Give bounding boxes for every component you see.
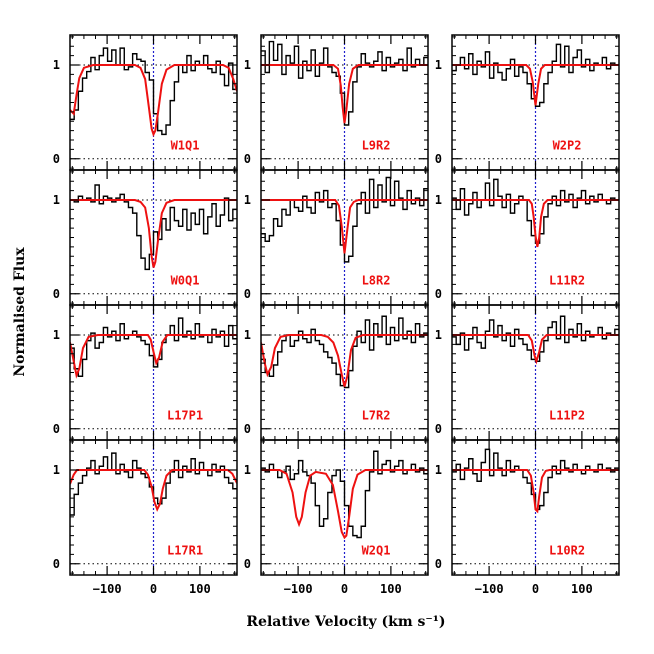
flux-histogram [70, 47, 237, 136]
y-tick-label: 1 [244, 463, 251, 477]
y-tick-label: 0 [53, 422, 60, 436]
panel-plot-area [261, 305, 428, 440]
y-tick-label: 0 [435, 557, 442, 571]
x-tick-label: 100 [571, 582, 593, 596]
panel-plot-area [261, 440, 428, 575]
model-fit-line [70, 334, 237, 379]
panel-plot-area [261, 170, 428, 305]
y-tick-label: 0 [435, 152, 442, 166]
model-fit-line [70, 469, 237, 512]
panels-layer: 01W1Q101L9R201W2P201W0Q101L8R201L11R201L… [53, 34, 620, 596]
panel-label: L7R2 [362, 408, 391, 422]
y-tick-label: 1 [435, 328, 442, 342]
y-tick-label: 0 [53, 152, 60, 166]
panel-label: L8R2 [362, 273, 391, 287]
y-tick-label: 0 [244, 422, 251, 436]
x-tick-label: −100 [475, 582, 504, 596]
x-tick-label: 0 [150, 582, 157, 596]
panel-label: W1Q1 [171, 138, 200, 152]
y-tick-label: 0 [244, 152, 251, 166]
x-axis-label: Relative Velocity (km s⁻¹) [246, 614, 445, 630]
panel-plot-area [452, 305, 619, 440]
panel-plot-area [70, 440, 237, 575]
panel-plot-area [70, 170, 237, 305]
panel-plot-area [70, 305, 237, 440]
model-fit-line [70, 199, 237, 268]
y-tick-label: 1 [435, 193, 442, 207]
y-tick-label: 1 [53, 58, 60, 72]
panel-w2q1: 0 1 −100 0 100 W2Q1 [244, 439, 429, 596]
flux-histogram [261, 40, 428, 126]
x-tick-label: −100 [93, 582, 122, 596]
y-tick-label: 1 [435, 463, 442, 477]
panel-l10r2: 0 1 −100 0 100 L10R2 [435, 439, 620, 596]
panel-plot-area [452, 170, 619, 305]
y-tick-label: 0 [435, 287, 442, 301]
model-fit-line [452, 469, 619, 514]
model-fit-line [261, 334, 428, 387]
model-fit-line [452, 199, 619, 248]
flux-histogram [70, 184, 237, 271]
panel-label: L10R2 [549, 543, 585, 557]
panel-label: W2P2 [553, 138, 582, 152]
panel-label: W0Q1 [171, 273, 200, 287]
panel-label: W2Q1 [362, 543, 391, 557]
model-fit-line [261, 64, 428, 124]
y-tick-label: 0 [244, 557, 251, 571]
panel-plot-area [70, 35, 237, 170]
y-tick-label: 1 [53, 193, 60, 207]
y-tick-label: 1 [53, 463, 60, 477]
y-tick-label: 1 [244, 328, 251, 342]
x-tick-label: −100 [284, 582, 313, 596]
flux-histogram [261, 450, 428, 539]
y-tick-label: 1 [244, 58, 251, 72]
panel-plot-area [452, 35, 619, 170]
y-tick-label: 1 [435, 58, 442, 72]
panel-plot-area [261, 35, 428, 170]
y-tick-label: 0 [435, 422, 442, 436]
panel-label: L11P2 [549, 408, 585, 422]
panel-label: L11R2 [549, 273, 585, 287]
x-tick-label: 100 [189, 582, 211, 596]
x-tick-label: 0 [532, 582, 539, 596]
model-fit-line [452, 334, 619, 365]
y-tick-label: 1 [244, 193, 251, 207]
y-tick-label: 1 [53, 328, 60, 342]
y-tick-label: 0 [244, 287, 251, 301]
y-tick-label: 0 [53, 557, 60, 571]
x-tick-label: 100 [380, 582, 402, 596]
panel-plot-area [452, 440, 619, 575]
x-tick-label: 0 [341, 582, 348, 596]
model-fit-line [70, 64, 237, 138]
model-fit-line [452, 64, 619, 106]
y-tick-label: 0 [53, 287, 60, 301]
model-fit-line [261, 469, 428, 540]
model-fit-line [261, 199, 428, 254]
panel-label: L17P1 [167, 408, 203, 422]
panel-label: L17R1 [167, 543, 203, 557]
panel-label: L9R2 [362, 138, 391, 152]
flux-histogram [70, 317, 237, 377]
panel-l17r1: 0 1 −100 0 100 L17R1 [53, 439, 238, 596]
y-axis-label: Normalised Flux [12, 247, 28, 377]
